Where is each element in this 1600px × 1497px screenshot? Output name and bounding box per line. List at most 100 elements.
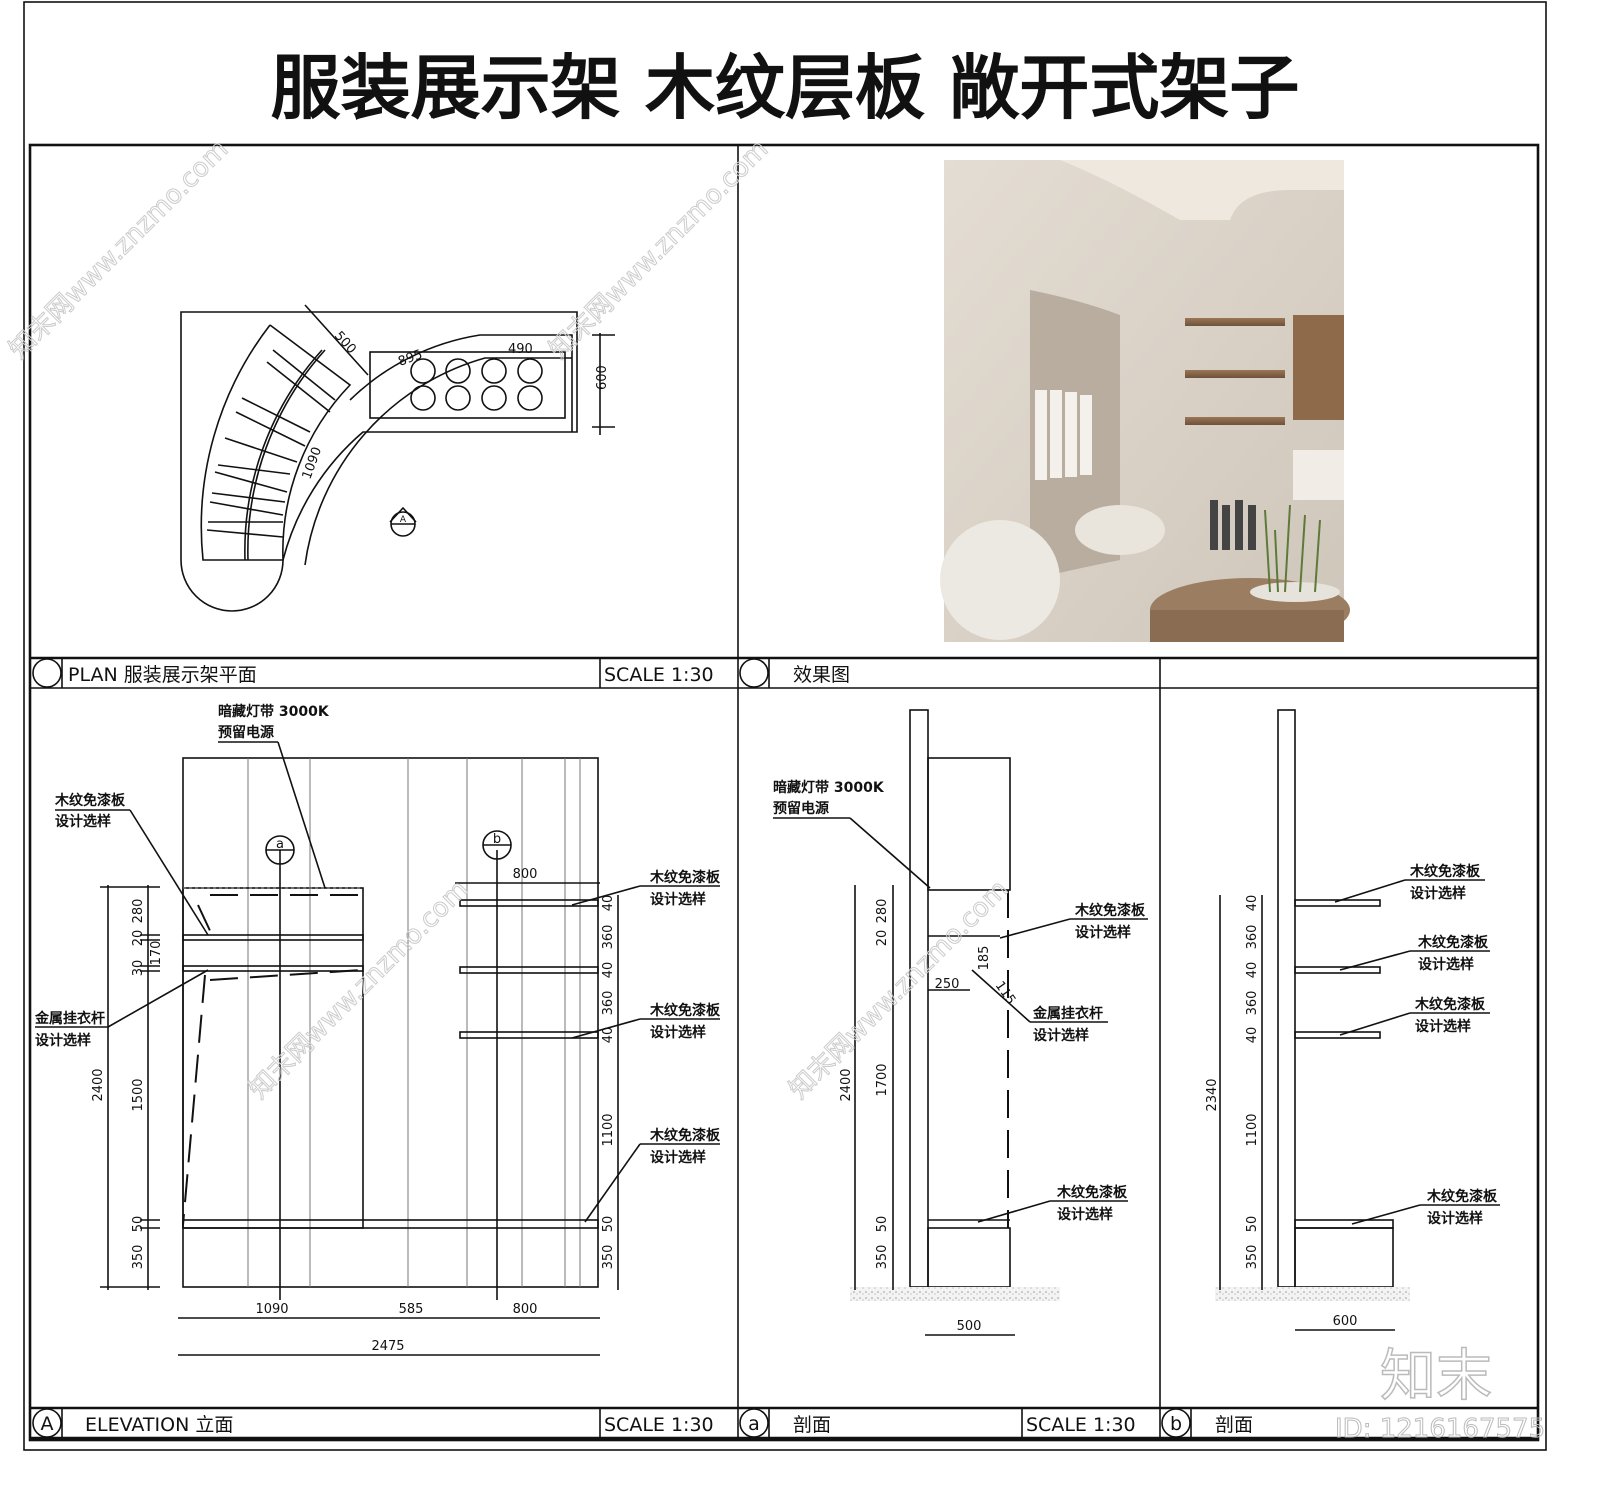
- svg-text:350: 350: [1245, 1245, 1260, 1270]
- svg-text:b: b: [493, 832, 501, 847]
- svg-text:50: 50: [601, 1216, 616, 1233]
- svg-text:585: 585: [399, 1302, 424, 1317]
- section-b-drawing: 2340 40 360 40 360 40 1100 50 350 600 木纹…: [1205, 709, 1500, 1331]
- svg-text:250: 250: [935, 977, 960, 992]
- svg-text:设计选样: 设计选样: [1427, 1210, 1483, 1227]
- svg-text:a: a: [276, 837, 284, 852]
- svg-text:暗藏灯带 3000K: 暗藏灯带 3000K: [218, 703, 330, 720]
- svg-text:2400: 2400: [839, 1068, 854, 1101]
- section-a-scale: SCALE 1:30: [1026, 1414, 1136, 1436]
- svg-text:360: 360: [601, 991, 616, 1016]
- svg-text:20: 20: [875, 930, 890, 947]
- section-marker-a: a: [265, 835, 295, 865]
- svg-text:2400: 2400: [91, 1068, 106, 1101]
- plan-title-strip: PLAN 服装展示架平面 SCALE 1:30: [32, 658, 714, 688]
- svg-text:360: 360: [1245, 991, 1260, 1016]
- svg-text:280: 280: [875, 899, 890, 924]
- svg-text:木纹免漆板: 木纹免漆板: [1414, 996, 1486, 1013]
- render-title-strip: 效果图: [739, 658, 850, 688]
- svg-text:设计选样: 设计选样: [650, 1024, 706, 1041]
- render-image: [940, 160, 1350, 642]
- svg-text:预留电源: 预留电源: [218, 724, 274, 741]
- svg-text:360: 360: [1245, 925, 1260, 950]
- svg-text:木纹免漆板: 木纹免漆板: [649, 1002, 721, 1019]
- svg-text:木纹免漆板: 木纹免漆板: [1409, 863, 1481, 880]
- svg-text:金属挂衣杆: 金属挂衣杆: [1032, 1005, 1103, 1022]
- plan-dim-490: 490: [508, 342, 533, 357]
- plan-dim-1090: 1090: [300, 445, 325, 481]
- svg-text:350: 350: [601, 1245, 616, 1270]
- svg-text:设计选样: 设计选样: [1418, 956, 1474, 973]
- elevation-title-strip: A ELEVATION 立面 SCALE 1:30: [32, 1408, 714, 1438]
- svg-text:预留电源: 预留电源: [773, 800, 829, 817]
- svg-text:设计选样: 设计选样: [1075, 924, 1131, 941]
- elevation-label: ELEVATION 立面: [85, 1414, 233, 1436]
- plan-dim-600: 600: [595, 365, 610, 390]
- section-b-label: 剖面: [1215, 1414, 1253, 1436]
- svg-text:40: 40: [601, 962, 616, 979]
- section-b-marker: b: [1170, 1413, 1182, 1435]
- svg-text:50: 50: [1245, 1216, 1260, 1233]
- svg-text:350: 350: [875, 1245, 890, 1270]
- section-a-title-strip: a 剖面 SCALE 1:30: [739, 1408, 1136, 1438]
- svg-text:500: 500: [957, 1319, 982, 1334]
- svg-text:40: 40: [601, 1027, 616, 1044]
- svg-text:115: 115: [992, 979, 1019, 1008]
- plan-dim-500: 500: [331, 329, 359, 357]
- svg-text:木纹免漆板: 木纹免漆板: [1056, 1184, 1128, 1201]
- svg-text:1090: 1090: [255, 1302, 288, 1317]
- elevation-scale: SCALE 1:30: [604, 1414, 714, 1436]
- elevation-marker: A: [41, 1413, 54, 1435]
- svg-text:40: 40: [1245, 1027, 1260, 1044]
- svg-text:知末网www.znzmo.com: 知末网www.znzmo.com: [544, 134, 775, 365]
- svg-text:木纹免漆板: 木纹免漆板: [649, 869, 721, 886]
- svg-text:170: 170: [149, 941, 164, 966]
- svg-text:木纹免漆板: 木纹免漆板: [1426, 1188, 1498, 1205]
- svg-text:1500: 1500: [131, 1078, 146, 1111]
- outer-frame: [23, 1, 1547, 1451]
- svg-text:设计选样: 设计选样: [35, 1032, 91, 1049]
- svg-text:知末网www.znzmo.com: 知末网www.znzmo.com: [4, 134, 235, 365]
- svg-text:设计选样: 设计选样: [650, 1149, 706, 1166]
- svg-text:40: 40: [601, 895, 616, 912]
- svg-text:设计选样: 设计选样: [1415, 1018, 1471, 1035]
- svg-text:暗藏灯带 3000K: 暗藏灯带 3000K: [773, 779, 885, 796]
- svg-text:2475: 2475: [371, 1339, 404, 1354]
- svg-text:2340: 2340: [1205, 1078, 1220, 1111]
- view-marker-A: A: [389, 506, 417, 537]
- svg-text:50: 50: [875, 1216, 890, 1233]
- svg-text:知末网www.znzmo.com: 知末网www.znzmo.com: [784, 874, 1015, 1105]
- plan-dim-895: 895: [396, 347, 424, 370]
- svg-text:600: 600: [1333, 1314, 1358, 1329]
- section-marker-b: b: [482, 830, 512, 860]
- svg-text:设计选样: 设计选样: [650, 891, 706, 908]
- svg-text:350: 350: [131, 1245, 146, 1270]
- svg-text:设计选样: 设计选样: [1033, 1027, 1089, 1044]
- sheet-title: 服装展示架 木纹层板 敞开式架子: [271, 47, 1300, 129]
- svg-text:知末网www.znzmo.com: 知末网www.znzmo.com: [244, 874, 475, 1105]
- svg-text:40: 40: [1245, 962, 1260, 979]
- plan-scale: SCALE 1:30: [604, 664, 714, 686]
- svg-text:金属挂衣杆: 金属挂衣杆: [34, 1010, 105, 1027]
- svg-text:木纹免漆板: 木纹免漆板: [54, 792, 126, 809]
- svg-text:800: 800: [513, 1302, 538, 1317]
- watermark-id: ID: 1216167575: [1335, 1414, 1545, 1444]
- section-a-label: 剖面: [793, 1414, 831, 1436]
- svg-text:设计选样: 设计选样: [1057, 1206, 1113, 1223]
- plan-drawing: 500 895 490 600 1090 A: [180, 304, 615, 612]
- svg-text:设计选样: 设计选样: [1410, 885, 1466, 902]
- inner-frame: [28, 143, 1540, 1442]
- svg-text:木纹免漆板: 木纹免漆板: [1074, 902, 1146, 919]
- svg-text:360: 360: [601, 925, 616, 950]
- svg-text:30: 30: [131, 960, 146, 977]
- watermark-brand: 知末: [1380, 1344, 1492, 1409]
- elevation-drawing: a b 2400 280 20 170 30 1500 50 350 40 36…: [34, 703, 721, 1356]
- svg-text:800: 800: [513, 867, 538, 882]
- svg-text:木纹免漆板: 木纹免漆板: [1417, 934, 1489, 951]
- section-a-marker: a: [748, 1413, 760, 1435]
- plan-label: PLAN 服装展示架平面: [68, 664, 257, 686]
- svg-text:设计选样: 设计选样: [55, 813, 111, 830]
- svg-text:20: 20: [131, 930, 146, 947]
- section-a-drawing: 2400 280 20 1700 50 350 250 185 115 500 …: [773, 709, 1148, 1336]
